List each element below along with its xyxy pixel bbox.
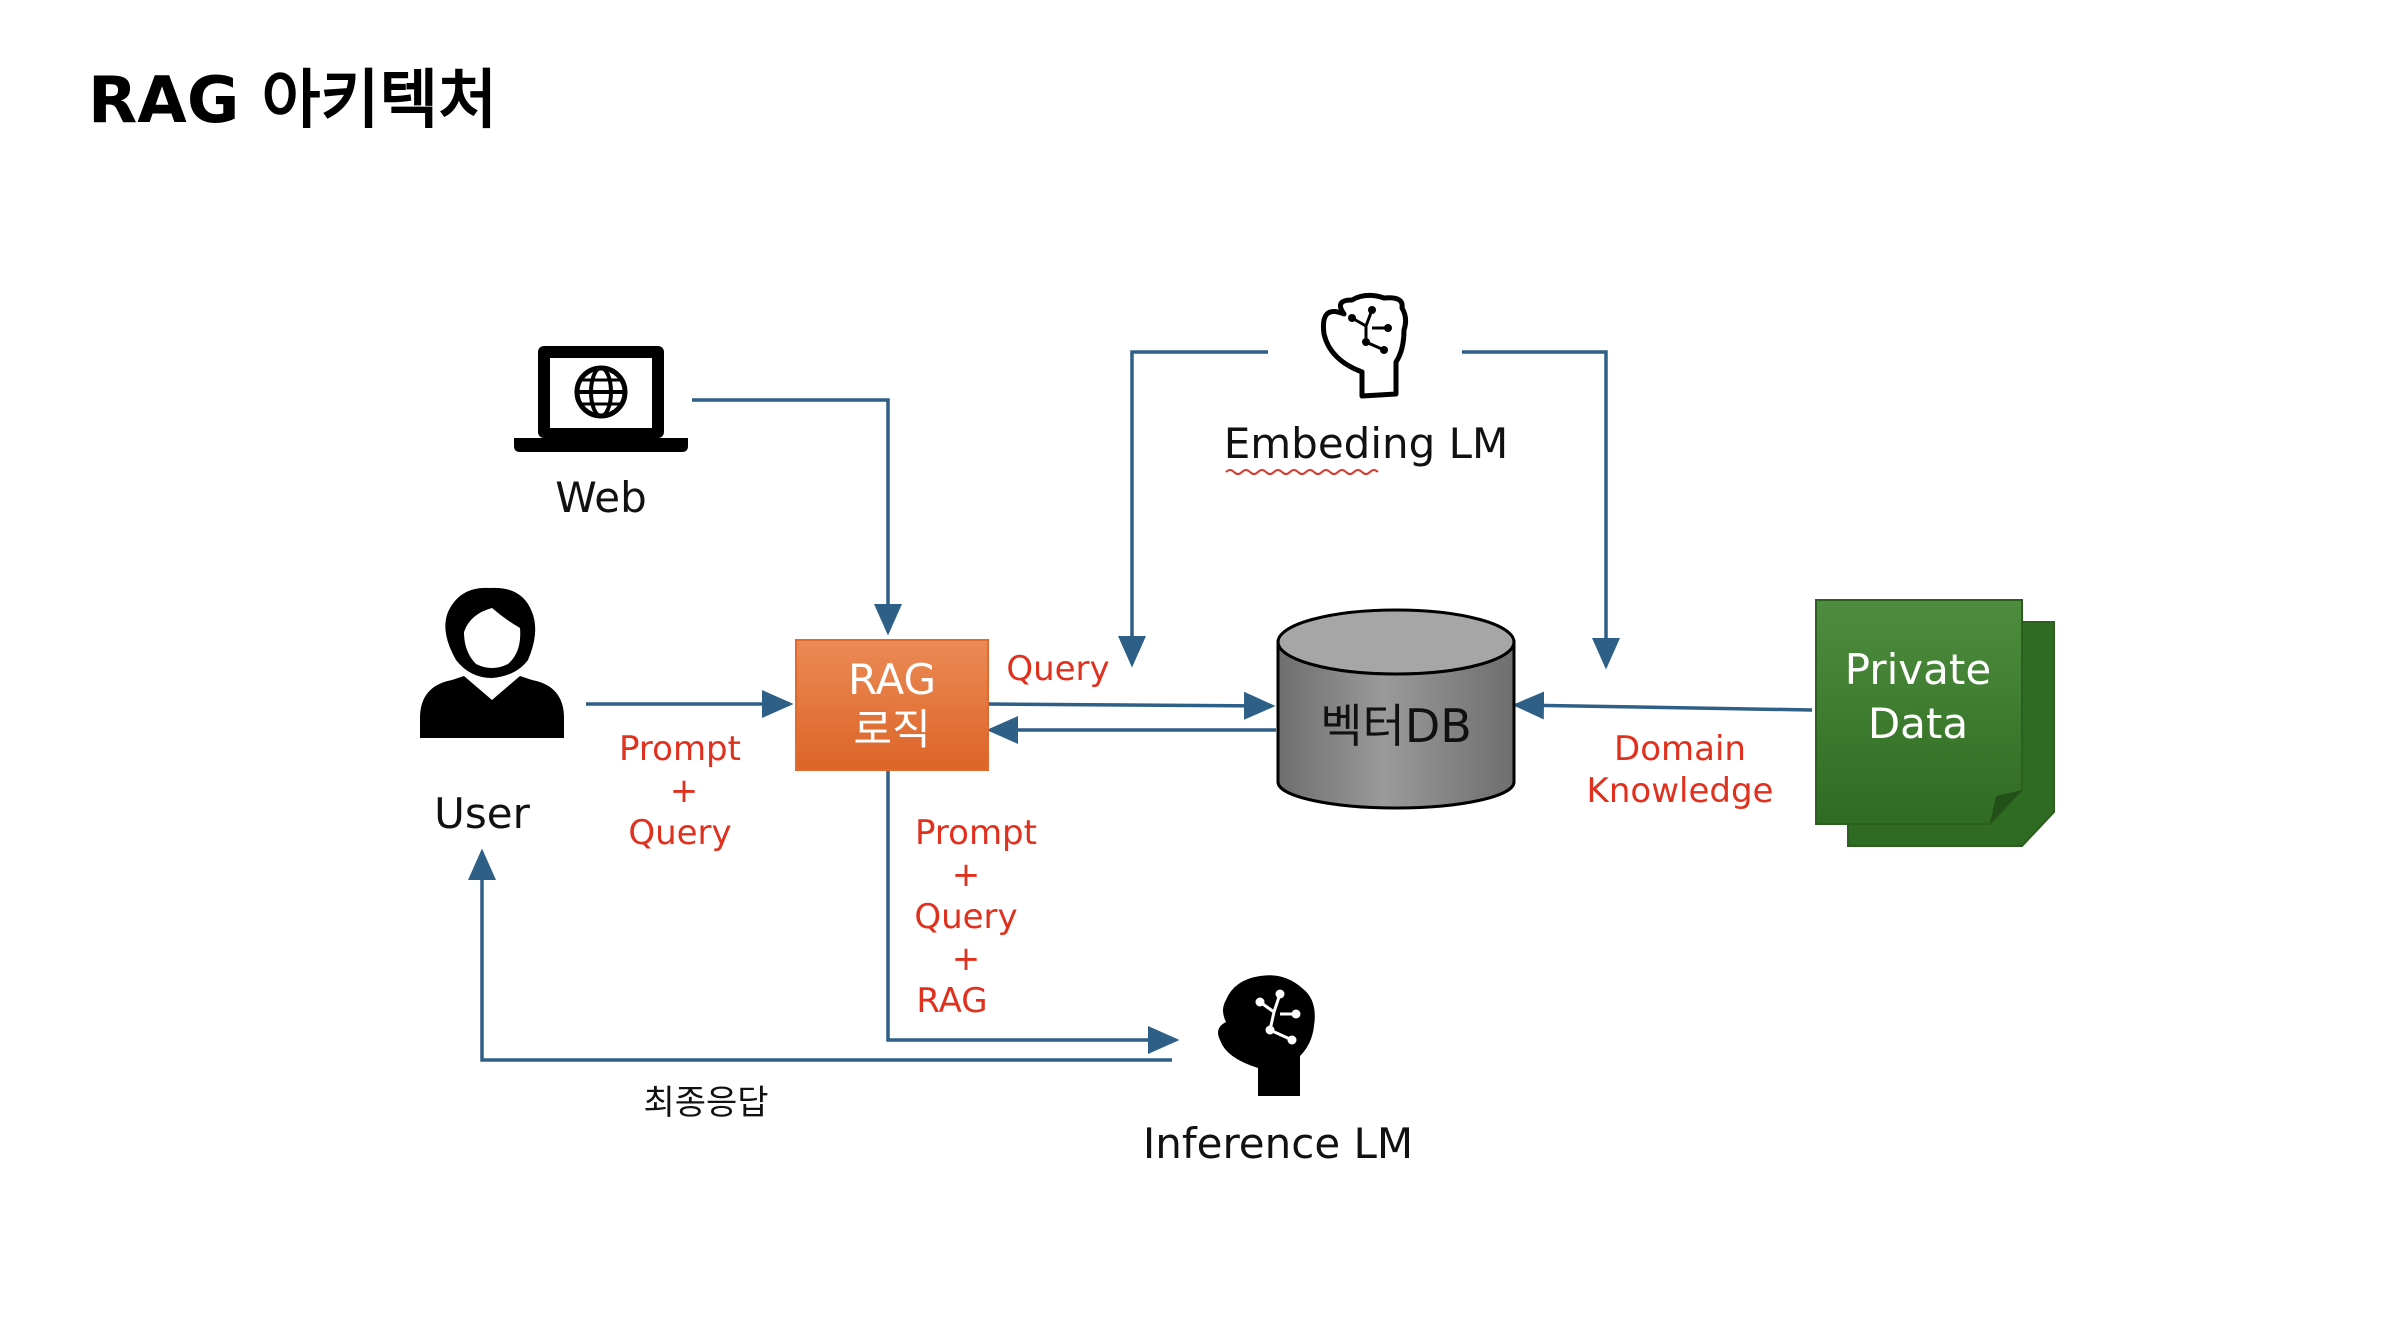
user-label: User <box>434 789 530 838</box>
edge-label-line: Domain <box>1614 729 1746 769</box>
user-woman-icon <box>420 587 564 738</box>
arrow-embedding-to-db <box>1462 350 1620 670</box>
rag-logic-line-1: RAG <box>848 655 936 704</box>
spellcheck-underline <box>1225 469 1379 475</box>
arrow-rag-to-inference <box>886 770 1180 1054</box>
brain-circuit-head-outline-icon <box>1320 292 1409 399</box>
edge-label-rag-to-db: Query <box>1006 649 1109 689</box>
brain-circuit-head-solid-icon <box>1218 975 1315 1096</box>
page-title: RAG 아키텍처 <box>88 64 497 138</box>
laptop-globe-icon <box>514 346 688 452</box>
edge-label-line: Prompt <box>915 813 1037 853</box>
edge-label-line: + <box>670 771 699 811</box>
edge-label-rag-to-inference: Prompt + Query + RAG <box>914 813 1037 1021</box>
rag-logic-box: RAG 로직 <box>795 639 989 771</box>
vector-db-label: 벡터DB <box>1320 699 1472 753</box>
edge-label-line: Knowledge <box>1587 771 1774 811</box>
edge-label-line: RAG <box>916 981 987 1021</box>
private-data-documents: Private Data <box>1815 599 2055 847</box>
web-label: Web <box>555 473 647 522</box>
arrow-data-to-db <box>1512 691 1813 720</box>
private-data-line-1: Private <box>1845 645 1991 694</box>
arrow-embedding-to-query <box>1118 350 1268 668</box>
edge-label-data-to-db: Domain Knowledge <box>1587 729 1774 811</box>
arrow-web-to-rag <box>692 398 902 636</box>
embedding-lm-label: Embeding LM <box>1224 419 1509 468</box>
arrow-inference-to-user <box>468 848 1172 1062</box>
edge-label-line: + <box>952 939 981 979</box>
rag-logic-line-2: 로직 <box>853 705 930 754</box>
private-data-line-2: Data <box>1868 699 1968 748</box>
vector-db-cylinder: 벡터DB <box>1276 608 1516 810</box>
edge-label-final-response: 최종응답 <box>643 1083 768 1123</box>
edge-label-user-to-rag: Prompt + Query <box>619 729 741 853</box>
edge-label-line: Query <box>628 813 731 853</box>
edge-label-line: Query <box>914 897 1017 937</box>
inference-lm-label: Inference LM <box>1143 1119 1413 1168</box>
edge-label-line: Prompt <box>619 729 741 769</box>
arrow-rag-to-db <box>985 691 1276 720</box>
edge-label-line: + <box>952 855 981 895</box>
